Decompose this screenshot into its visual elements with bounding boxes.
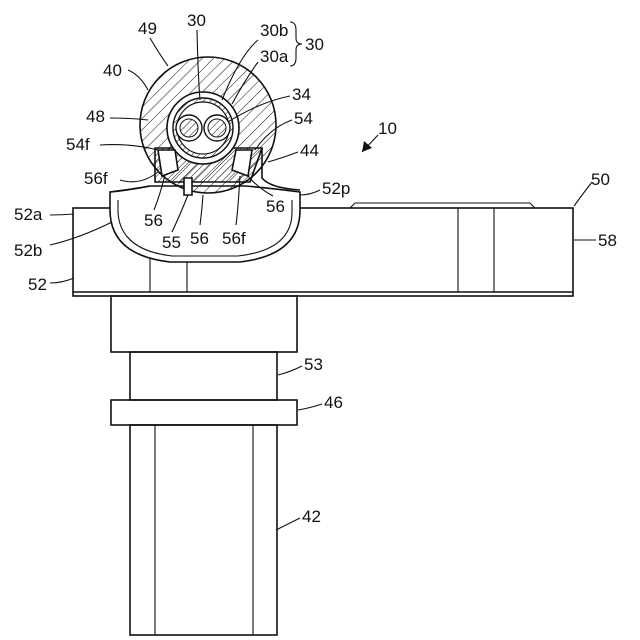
part-46-flange bbox=[111, 400, 297, 425]
label-30a: 30a bbox=[260, 47, 289, 66]
label-49: 49 bbox=[138, 19, 157, 38]
label-42: 42 bbox=[302, 507, 321, 526]
part-53-neck bbox=[130, 352, 277, 400]
brace-30 bbox=[290, 22, 302, 66]
leader-52a bbox=[50, 214, 74, 215]
leader-52b bbox=[50, 222, 112, 245]
label-55: 55 bbox=[162, 233, 181, 252]
labels: 49 30 30b 30 30a 40 34 48 54 10 54f 44 5… bbox=[14, 11, 617, 526]
label-56f-right: 56f bbox=[222, 229, 246, 248]
label-52b: 52b bbox=[14, 241, 42, 260]
part-upper-neck bbox=[111, 296, 297, 352]
label-30-brace: 30 bbox=[305, 35, 324, 54]
label-54: 54 bbox=[294, 109, 313, 128]
part-34-conductor-left-core bbox=[180, 119, 198, 137]
leader-50 bbox=[574, 182, 592, 206]
part-34-conductor-right-core bbox=[208, 119, 226, 137]
base-plate bbox=[73, 186, 573, 296]
leader-lines bbox=[50, 22, 596, 530]
label-46: 46 bbox=[324, 393, 343, 412]
label-56-c: 56 bbox=[190, 229, 209, 248]
label-52a: 52a bbox=[14, 205, 43, 224]
label-50: 50 bbox=[591, 170, 610, 189]
leader-53 bbox=[278, 366, 302, 375]
label-30-top: 30 bbox=[187, 11, 206, 30]
label-56f-left: 56f bbox=[84, 169, 108, 188]
label-56-b: 56 bbox=[266, 197, 285, 216]
leader-56f-left bbox=[120, 172, 158, 182]
connector-body bbox=[111, 296, 297, 635]
label-30b: 30b bbox=[260, 21, 288, 40]
label-48: 48 bbox=[86, 107, 105, 126]
label-56-a: 56 bbox=[144, 211, 163, 230]
part-42-housing bbox=[130, 425, 277, 635]
leader-46 bbox=[298, 404, 322, 410]
label-53: 53 bbox=[304, 355, 323, 374]
leader-49 bbox=[150, 38, 168, 66]
label-54f: 54f bbox=[66, 135, 90, 154]
label-40: 40 bbox=[103, 61, 122, 80]
label-44: 44 bbox=[300, 141, 319, 160]
leader-52p bbox=[300, 190, 320, 195]
label-52p: 52p bbox=[322, 179, 350, 198]
leader-44 bbox=[268, 152, 298, 162]
label-52: 52 bbox=[28, 275, 47, 294]
label-10: 10 bbox=[378, 119, 397, 138]
label-34: 34 bbox=[292, 85, 311, 104]
part-55-center bbox=[184, 178, 192, 195]
leader-40 bbox=[128, 70, 148, 90]
label-58: 58 bbox=[598, 231, 617, 250]
leader-42 bbox=[276, 518, 300, 530]
leader-52 bbox=[50, 278, 74, 283]
